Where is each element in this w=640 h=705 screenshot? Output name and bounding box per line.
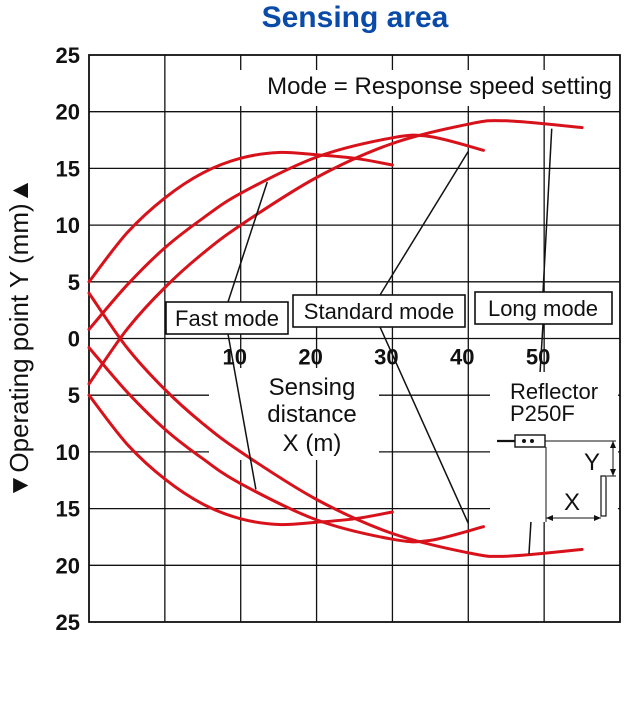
leader-line — [379, 150, 469, 296]
reflector-label-line2: P250F — [510, 401, 575, 426]
sensing-curves — [87, 119, 584, 558]
grid-lines — [89, 55, 620, 622]
mode-note-bg — [183, 70, 619, 106]
reflector-label-line1: Reflector — [510, 379, 598, 404]
y-tick-label: 5 — [68, 383, 80, 408]
x-tick-label: 40 — [450, 345, 474, 370]
y-tick-label: 25 — [56, 43, 80, 68]
leader-line — [227, 333, 257, 490]
x-tick-label: 20 — [298, 345, 322, 370]
mode-note: Mode = Response speed setting — [267, 73, 612, 100]
y-tick-labels: 25 20 15 10 5 0 5 10 15 20 25 — [56, 43, 80, 635]
x-tick-label: 30 — [374, 345, 398, 370]
y-tick-label: 15 — [56, 497, 80, 522]
leader-line — [542, 128, 553, 293]
mode-leader-lines — [227, 128, 553, 555]
y-tick-label: 10 — [56, 440, 80, 465]
x-tick-label: 50 — [526, 345, 550, 370]
leader-line — [227, 181, 268, 303]
long-mode-label: Long mode — [488, 296, 598, 321]
x-tick-labels: 10 20 30 40 50 — [222, 345, 550, 370]
long-mode-box — [474, 291, 613, 325]
standard-mode-label: Standard mode — [304, 299, 454, 324]
reflector-inset: Reflector P250F Y X — [490, 372, 618, 522]
x-axis-label-line1: Sensing — [269, 374, 356, 401]
y-tick-label: 20 — [56, 100, 80, 125]
y-tick-label: 25 — [56, 610, 80, 635]
fast-mode-label: Fast mode — [175, 306, 279, 331]
y-dimension-label: Y — [584, 449, 600, 476]
x-axis-label-line2: distance — [267, 401, 356, 428]
y-tick-label: 0 — [68, 327, 80, 352]
y-tick-label: 15 — [56, 156, 80, 181]
y-axis-label: ▼Operating point Y (mm)▲ — [4, 178, 34, 499]
y-tick-label: 10 — [56, 213, 80, 238]
curve-long-mode — [87, 119, 584, 386]
x-axis-label-line3: X (m) — [283, 430, 342, 457]
curve-fast-mode — [87, 150, 394, 284]
curve-long-mode — [87, 291, 584, 558]
leader-line — [379, 326, 469, 524]
x-tick-label: 10 — [222, 345, 246, 370]
curve-fast-mode — [87, 393, 394, 527]
x-dimension-label: X — [564, 489, 580, 516]
y-tick-label: 5 — [68, 270, 80, 295]
standard-mode-box — [292, 294, 466, 328]
chart-title: Sensing area — [262, 1, 449, 34]
fast-mode-box — [165, 301, 289, 335]
y-tick-label: 20 — [56, 553, 80, 578]
